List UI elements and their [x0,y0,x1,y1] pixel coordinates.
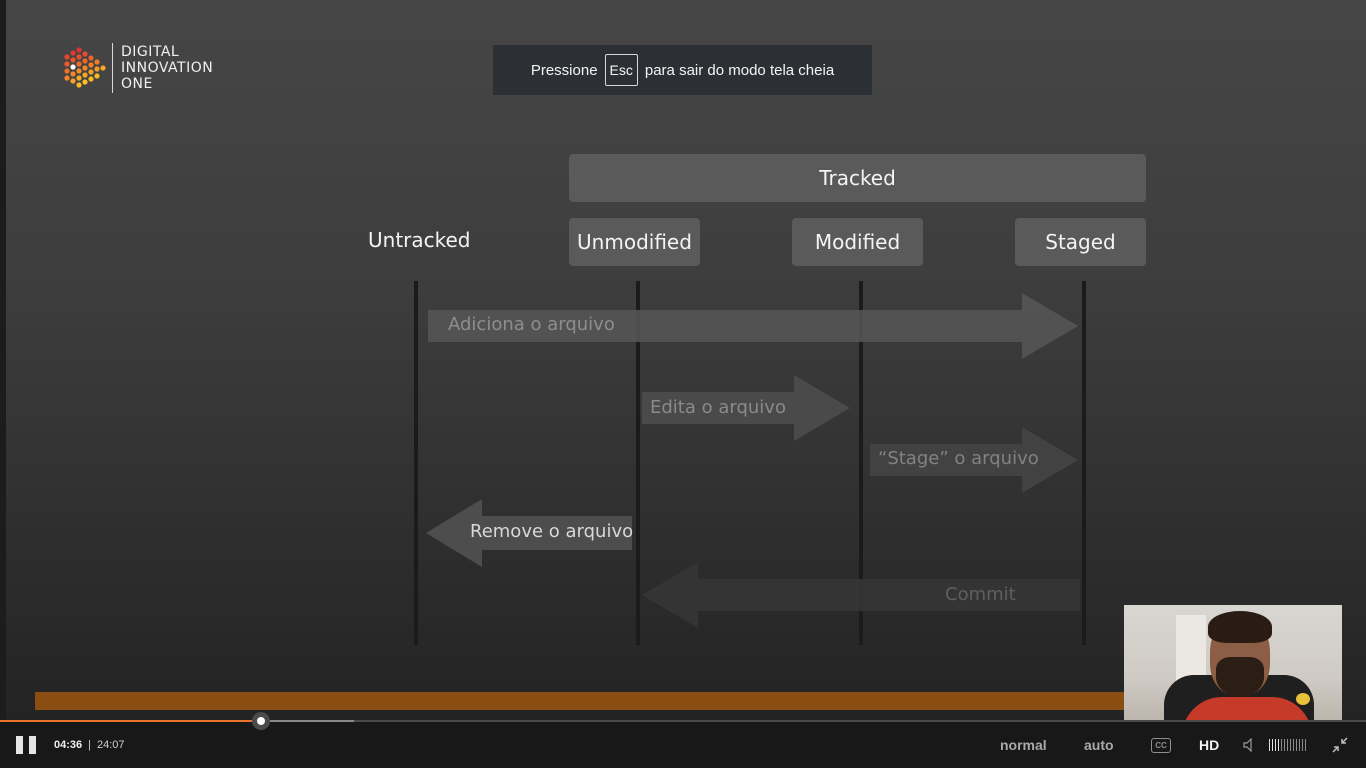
mute-button[interactable] [1243,734,1257,756]
notice-suffix: para sair do modo tela cheia [644,61,835,79]
exit-fullscreen-button[interactable] [1331,734,1349,756]
remove-file-arrow: Remove o arquivo [426,499,634,567]
playback-speed-button[interactable]: normal [1000,737,1047,753]
stage-file-label: “Stage” o arquivo [878,448,1039,469]
add-file-label: Adiciona o arquivo [448,314,615,335]
digital-innovation-one-logo: DIGITAL INNOVATION ONE [62,42,213,94]
logo-line: INNOVATION [121,60,214,76]
staged-lifeline [1082,281,1086,645]
orange-highlight-strip [35,692,1135,710]
player-controls: 04:36 | 24:07 normal auto CC HD [0,712,1366,768]
progress-played [0,720,261,722]
tracked-group-box: Tracked [569,154,1146,202]
video-frame[interactable]: DIGITAL INNOVATION ONE Pressione Esc par… [0,0,1366,720]
closed-captions-button[interactable]: CC [1151,738,1171,753]
exit-fullscreen-icon [1332,737,1348,753]
duration: 24:07 [97,739,125,751]
state-untracked-label: Untracked [368,228,471,252]
closed-captions-icon: CC [1155,741,1167,750]
add-file-arrow: Adiciona o arquivo [428,293,1078,359]
volume-slider[interactable] [1269,734,1306,756]
notice-prefix: Pressione [530,61,598,79]
edit-file-arrow: Edita o arquivo [642,375,850,441]
unmodified-lifeline [636,281,640,645]
esc-key-badge: Esc [604,54,638,86]
presenter-webcam [1124,605,1342,720]
modified-lifeline [859,281,863,645]
progress-track[interactable] [0,720,1366,722]
pause-icon [16,736,23,754]
state-modified-box: Modified [792,218,923,266]
commit-label: Commit [945,584,1016,605]
logo-line: DIGITAL [121,44,180,60]
speaker-icon [1243,738,1252,752]
quality-auto-button[interactable]: auto [1084,737,1114,753]
progress-thumb[interactable] [251,712,270,730]
logo-divider [112,43,113,93]
commit-arrow: Commit [642,562,1080,628]
time-display: 04:36 | 24:07 [54,734,125,756]
logo-wordmark: DIGITAL INNOVATION ONE [121,44,213,92]
pause-button[interactable] [16,734,36,756]
logo-line: ONE [121,76,153,92]
play-dots-logo-icon [64,47,106,88]
remove-file-label: Remove o arquivo [470,521,634,542]
untracked-lifeline [414,281,418,645]
state-staged-box: Staged [1015,218,1146,266]
stage-file-arrow: “Stage” o arquivo [870,427,1078,493]
edit-file-label: Edita o arquivo [650,397,786,418]
current-time: 04:36 [54,739,83,751]
hd-quality-button[interactable]: HD [1199,737,1220,753]
pause-icon [29,736,36,754]
fullscreen-exit-notice: Pressione Esc para sair do modo tela che… [493,45,872,95]
state-unmodified-box: Unmodified [569,218,700,266]
time-separator: | [88,739,91,751]
